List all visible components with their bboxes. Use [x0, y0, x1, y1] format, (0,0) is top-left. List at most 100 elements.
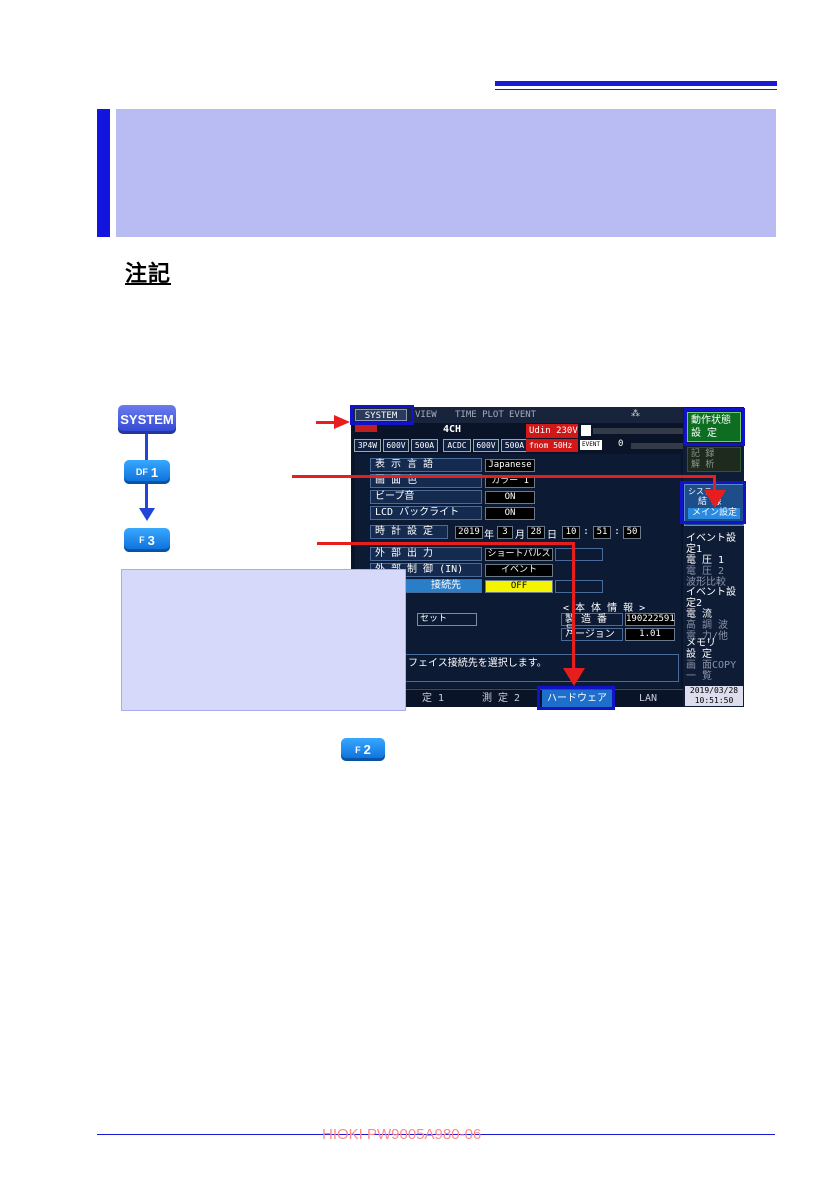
tab-measure-1[interactable]: 定 1 — [421, 693, 445, 704]
fnom-indicator: fnom 50Hz — [526, 439, 578, 452]
event-bar — [631, 443, 683, 449]
status-panel[interactable]: 動作状態 設 定 — [687, 412, 741, 442]
time-display: 10:51:50 — [694, 696, 734, 705]
clock-year-unit: 年 — [484, 530, 494, 541]
f2-key-prefix: F — [355, 744, 361, 755]
f3-key-prefix: F — [139, 535, 145, 545]
beep-value[interactable]: ON — [485, 491, 535, 504]
flow-arrow-down-icon — [139, 508, 155, 521]
recording-item: 記 録 — [691, 449, 715, 459]
event-waveform-compare[interactable]: 波形比較 — [686, 577, 726, 588]
date-display: 2019/03/28 — [689, 686, 739, 695]
setting-label-clock: 時 計 設 定 — [370, 525, 448, 539]
memory-title: メモリ — [686, 638, 716, 649]
udin-indicator: Udin 230V — [526, 424, 578, 438]
current-range-badge: 500A — [411, 439, 438, 452]
system-menu-title: システム — [688, 487, 720, 496]
voltage-range-badge-2: 600V — [473, 439, 499, 452]
footer-rule — [97, 1134, 775, 1135]
note-heading: 注記 — [125, 262, 172, 287]
system-menu-main-settings[interactable]: メイン設定 — [688, 508, 740, 519]
tab-hardware[interactable]: ハードウェア — [542, 690, 612, 707]
setting-label-external-output: 外 部 出 力 — [370, 547, 482, 561]
setting-label-language: 表 示 言 語 — [370, 458, 482, 472]
backlight-value[interactable]: ON — [485, 507, 535, 520]
event-settings-1-panel[interactable]: イベント設定1 電 圧 1 電 圧 2 波形比較 — [683, 533, 744, 588]
event-power-other[interactable]: 電 力/他 — [686, 631, 729, 642]
event-settings-1-title: イベント設定1 — [686, 533, 736, 555]
status-title: 動作状態 — [691, 415, 731, 426]
datetime-display: 2019/03/28 10:51:50 — [685, 686, 743, 706]
memory-panel[interactable]: メモリ 設 定 画 面COPY 一 覧 — [683, 638, 744, 682]
instrument-screen: SYSTEM VIEW TIME PLOT EVENT ⁂ 4CH 3P4W 6… — [351, 407, 744, 707]
footer-document-code: HIOKI PW9005A980-06 — [322, 1126, 482, 1143]
clock-colon-2-icon: : — [614, 526, 621, 537]
highlight-status-panel — [684, 408, 745, 446]
f2-key-number: 2 — [363, 742, 371, 757]
system-key[interactable]: SYSTEM — [118, 405, 176, 434]
external-output-extra — [555, 548, 603, 561]
help-text: フェイス接続先を選択します。 — [401, 654, 679, 682]
clock-month[interactable]: 3 — [497, 526, 513, 539]
arrow-to-system-icon — [334, 415, 350, 429]
analysis-item: 解 析 — [691, 460, 715, 470]
record-analyze-panel[interactable]: 記 録 解 析 — [687, 447, 741, 472]
tab-system[interactable]: SYSTEM — [355, 409, 407, 421]
event-voltage-2[interactable]: 電 圧 2 — [686, 566, 725, 577]
tab-measure-2[interactable]: 測 定 2 — [481, 693, 521, 704]
channel-indicator — [355, 424, 377, 432]
banner-accent-bar — [97, 109, 110, 237]
clock-minute[interactable]: 51 — [593, 526, 611, 539]
external-output-value[interactable]: ショートパルス — [485, 548, 553, 561]
event-current[interactable]: 電 流 — [686, 609, 713, 620]
event-settings-2-panel[interactable]: イベント設定2 電 流 高 調 波 電 力/他 — [683, 587, 744, 642]
event-count: 0 — [618, 439, 624, 449]
external-control-value[interactable]: イベント — [485, 564, 553, 577]
device-info-title: < 本 体 情 報 > — [563, 603, 646, 614]
reset-button[interactable]: セット — [417, 613, 477, 626]
event-harmonics[interactable]: 高 調 波 — [686, 620, 729, 631]
interface-value[interactable]: OFF — [485, 580, 553, 593]
clock-day-unit: 日 — [547, 530, 557, 541]
memory-screen-copy[interactable]: 画 面COPY — [686, 660, 737, 671]
tab-event[interactable]: EVENT — [509, 410, 537, 420]
header-rule-thin — [495, 89, 777, 90]
tab-view[interactable]: VIEW — [415, 410, 437, 420]
memory-list[interactable]: 一 覧 — [686, 671, 713, 682]
interface-extra — [555, 580, 603, 593]
highlight-hardware-tab — [537, 686, 615, 710]
wiring-badge: 3P4W — [354, 439, 381, 452]
memory-settings[interactable]: 設 定 — [686, 649, 713, 660]
event-voltage-1[interactable]: 電 圧 1 — [686, 555, 725, 566]
language-value[interactable]: Japanese — [485, 459, 535, 472]
clock-second[interactable]: 50 — [623, 526, 641, 539]
antenna-icon: ⁂ — [631, 409, 640, 419]
clock-year[interactable]: 2019 — [455, 526, 483, 539]
status-bar — [593, 428, 683, 434]
channel-label: 4CH — [443, 424, 462, 435]
version-value: 1.01 — [625, 628, 675, 641]
voltage-range-badge: 600V — [383, 439, 409, 452]
record-status-icon — [581, 425, 591, 436]
arrow-f3-head-icon — [563, 668, 585, 686]
tab-time-plot[interactable]: TIME PLOT — [455, 410, 504, 420]
coupling-badge: ACDC — [443, 439, 471, 452]
arrow-f3-horizontal — [317, 542, 575, 545]
arrow-df1-vertical — [713, 475, 716, 493]
arrow-df1-horizontal — [292, 475, 715, 478]
arrow-to-system-line — [316, 421, 338, 424]
df1-key-prefix: DF — [135, 467, 148, 477]
system-menu-wiring[interactable]: 結 線 — [698, 497, 722, 507]
tab-lan[interactable]: LAN — [638, 693, 658, 704]
highlight-system-tab — [350, 405, 414, 425]
event-label: EVENT — [580, 440, 602, 450]
clock-day[interactable]: 28 — [527, 526, 545, 539]
setting-label-backlight: LCD バックライト — [370, 506, 482, 520]
setting-label-beep: ビープ音 — [370, 490, 482, 504]
df1-key-number: 1 — [150, 464, 159, 480]
event-settings-2-title: イベント設定2 — [686, 587, 736, 609]
clock-hour[interactable]: 10 — [562, 526, 580, 539]
